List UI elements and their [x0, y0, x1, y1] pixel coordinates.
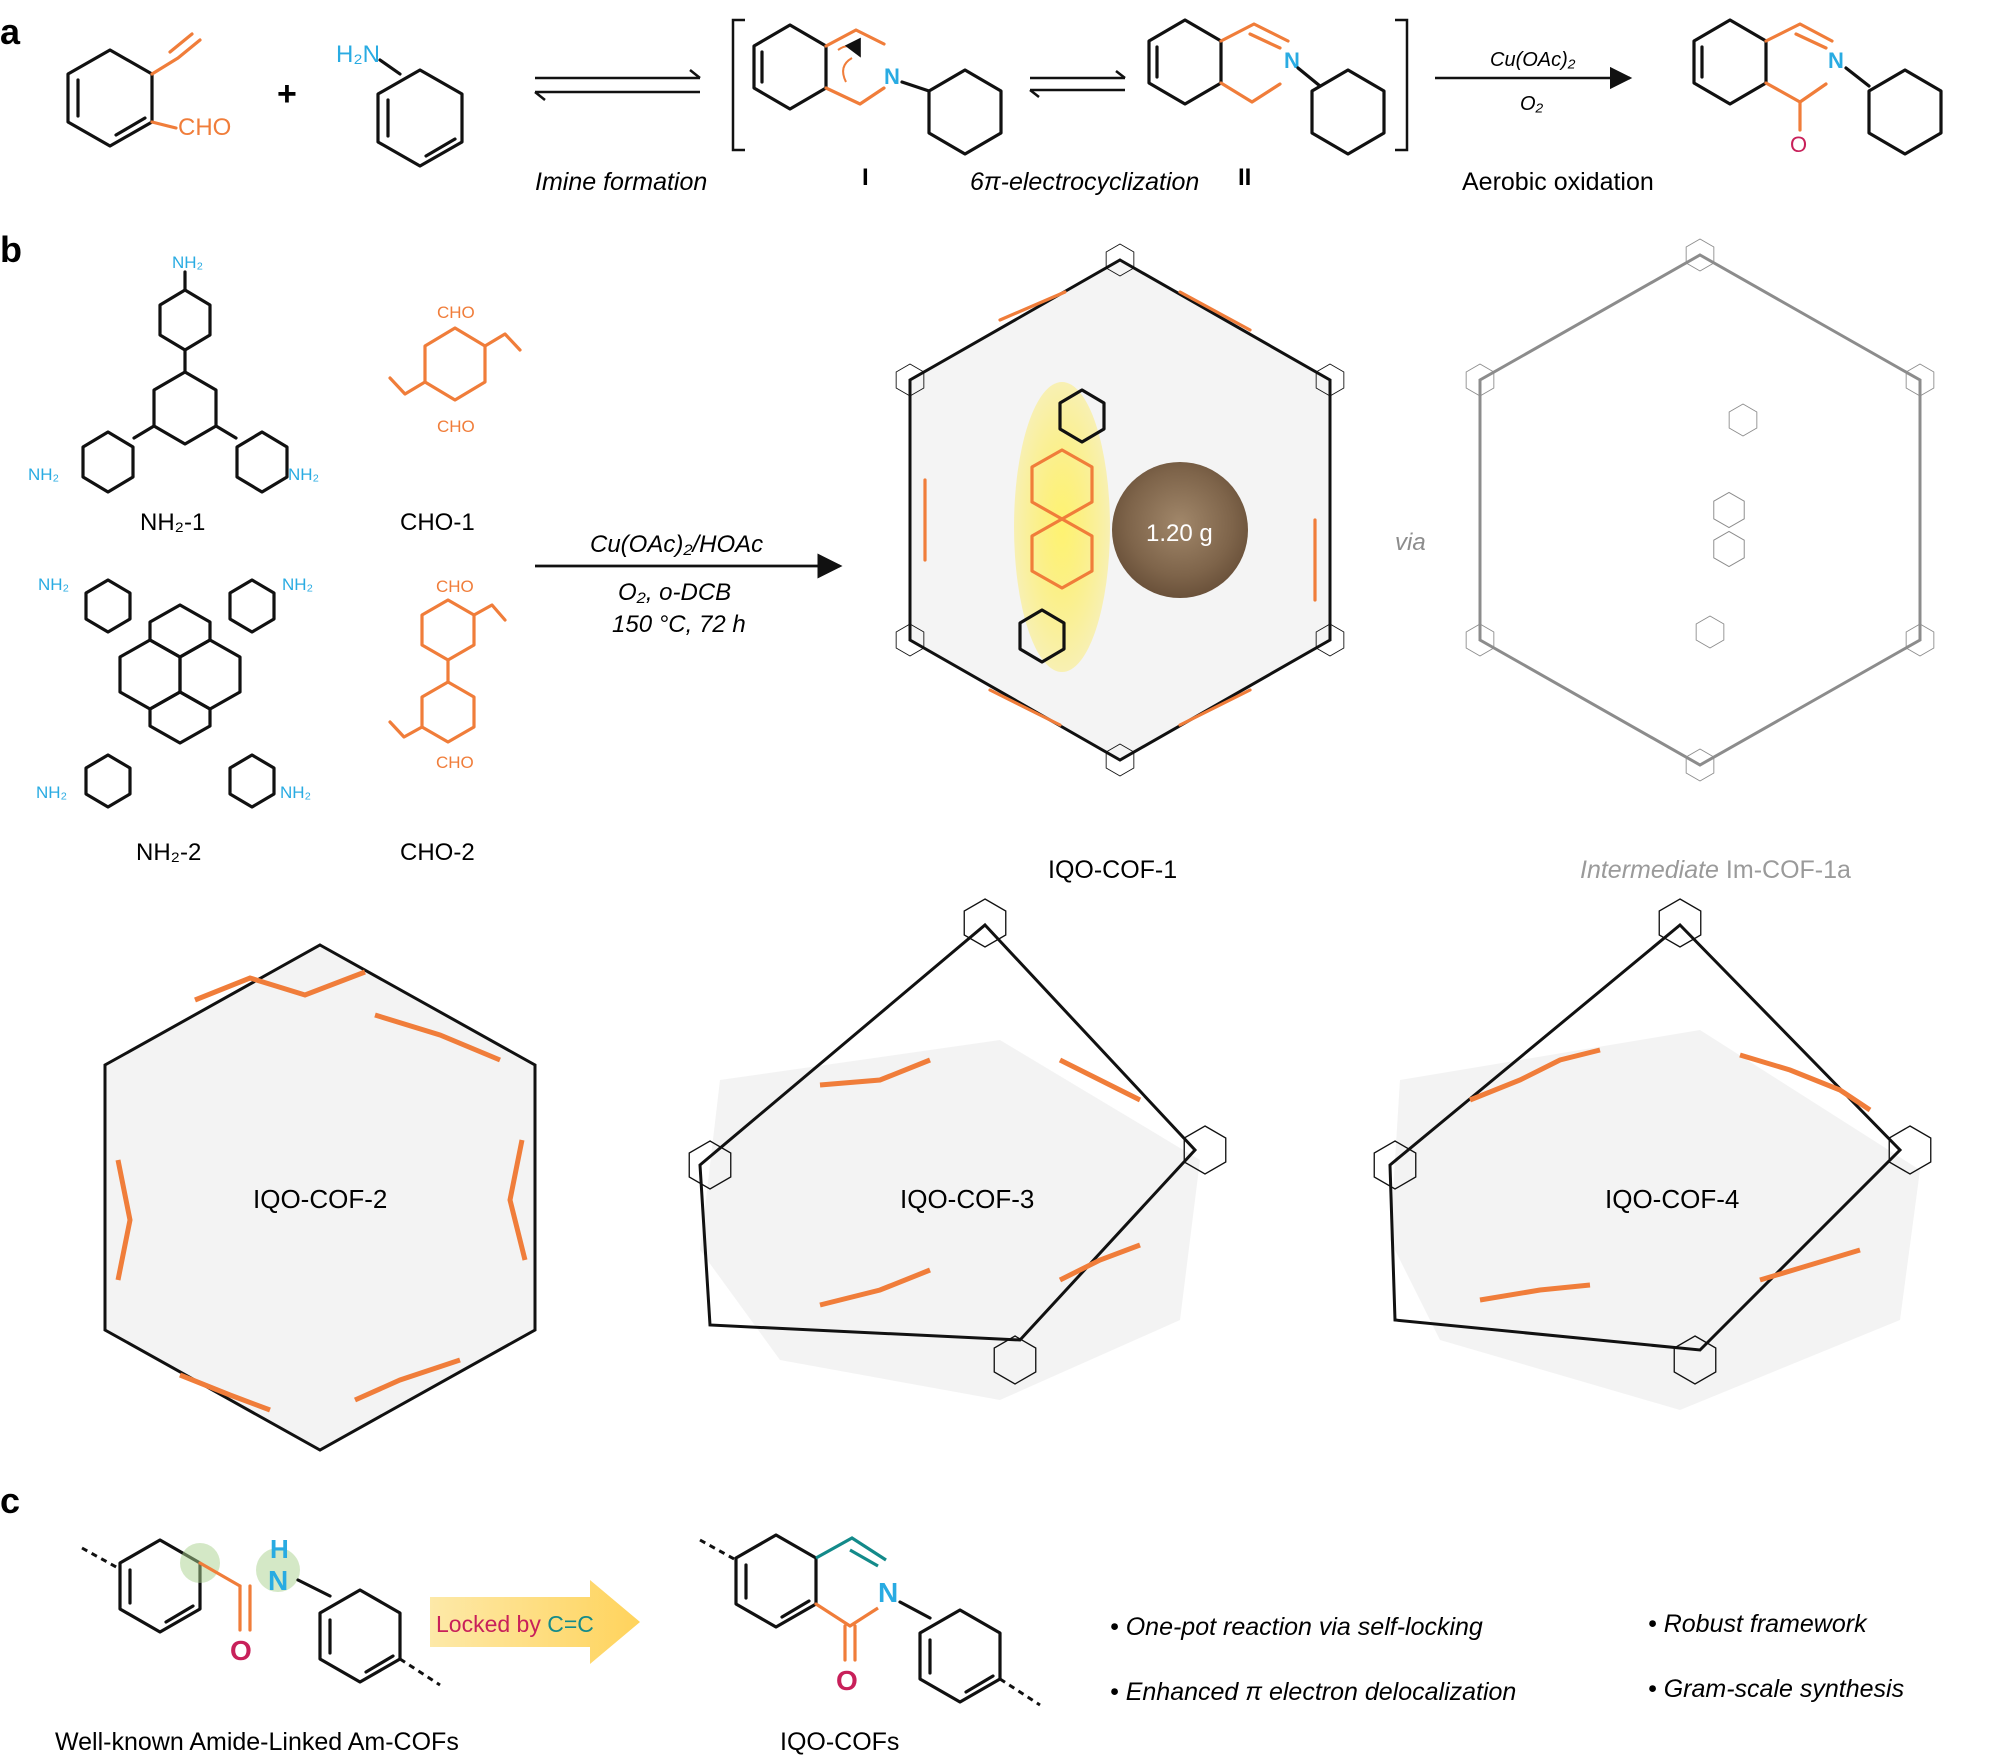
step-electrocyclization: 6π-electrocyclization: [970, 168, 1199, 196]
intermediate-I: N I: [752, 23, 1003, 191]
iqo-cof-N: N: [878, 1577, 898, 1608]
iqo-cof-3-structure: IQO-COF-3: [688, 898, 1227, 1400]
monomer-cho-2: CHO CHO CHO-2: [388, 577, 507, 866]
label-iqo-cof-4: IQO-COF-4: [1605, 1184, 1739, 1214]
conditions-temperature: 150 °C, 72 h: [612, 611, 746, 638]
label-iqo-cof-2: IQO-COF-2: [253, 1184, 387, 1214]
conditions-catalyst: Cu(OAc)₂/HOAc: [590, 531, 763, 558]
caption-iqo-cofs: IQO-COFs: [780, 1728, 899, 1756]
bullet-robust: • Robust framework: [1648, 1610, 1868, 1638]
svg-text:NH₂: NH₂: [172, 253, 203, 272]
svg-text:CHO: CHO: [436, 577, 474, 596]
locked-arrow: Locked by C=C: [430, 1580, 640, 1664]
label-intermediate-II: II: [1238, 164, 1251, 191]
conditions-solvent: O₂, o-DCB: [618, 579, 731, 606]
label-im-cof-1a: Intermediate Im-COF-1a: [1580, 856, 1851, 884]
step-imine-formation: Imine formation: [535, 168, 707, 196]
caption-am-cofs: Well-known Amide-Linked Am-COFs: [55, 1728, 459, 1756]
iqo-cof-4-structure: IQO-COF-4: [1373, 898, 1932, 1410]
synthesis-arrow-group: Cu(OAc)₂/HOAc O₂, o-DCB 150 °C, 72 h: [535, 531, 843, 638]
reactant-aniline: H₂N: [336, 41, 464, 168]
label-nh2-1: NH₂-1: [140, 509, 205, 536]
reactant-vinylbenzaldehyde: CHO: [66, 32, 231, 148]
monomer-cho-1: CHO CHO CHO-1: [388, 303, 522, 536]
am-cof-H: H: [270, 1534, 289, 1564]
am-cof-N: N: [268, 1565, 288, 1596]
iqo-cof-1-structure: 1.20 g IQO-COF-1: [895, 243, 1345, 884]
svg-text:CHO: CHO: [437, 417, 475, 436]
intermediate-I-N: N: [884, 64, 900, 89]
panel-label-a: a: [0, 11, 21, 52]
am-cof-O: O: [230, 1635, 252, 1666]
reagent-o2: O₂: [1520, 93, 1544, 115]
svg-text:NH₂: NH₂: [288, 465, 319, 484]
im-cof-1a-structure: Intermediate Im-COF-1a: [1465, 238, 1935, 884]
svg-text:NH₂: NH₂: [36, 783, 67, 802]
label-nh2-2: NH₂-2: [136, 839, 201, 866]
cho-label: CHO: [178, 114, 231, 141]
product-isoquinolinone: O N: [1692, 18, 1943, 157]
label-cho-2: CHO-2: [400, 839, 475, 866]
panel-c-iqo-cof-structure: O N IQO-COFs: [699, 1533, 1041, 1756]
bullet-pi-delocalization: • Enhanced π electron delocalization: [1110, 1678, 1516, 1706]
monomer-nh2-1: NH₂ NH₂ NH₂ NH₂-1: [28, 253, 319, 536]
label-intermediate-I: I: [862, 164, 869, 191]
bracket-left: [731, 18, 745, 152]
bullet-gram-scale: • Gram-scale synthesis: [1648, 1675, 1904, 1703]
intermediate-II-N: N: [1284, 48, 1300, 73]
panel-a-scheme: CHO + H₂N Imine formation N: [66, 18, 1943, 196]
svg-text:NH₂: NH₂: [282, 575, 313, 594]
step-aerobic-oxidation: Aerobic oxidation: [1462, 168, 1654, 196]
svg-text:CHO: CHO: [437, 303, 475, 322]
label-iqo-cof-1: IQO-COF-1: [1048, 856, 1177, 884]
powder-sample-photo: [1112, 462, 1248, 598]
bullet-one-pot: • One-pot reaction via self-locking: [1110, 1613, 1483, 1641]
svg-text:NH₂: NH₂: [28, 465, 59, 484]
powder-mass-label: 1.20 g: [1146, 520, 1213, 547]
svg-text:CHO: CHO: [436, 753, 474, 772]
label-cho-1: CHO-1: [400, 509, 475, 536]
reagent-cu-oac: Cu(OAc)₂: [1490, 49, 1576, 71]
h2n-label: H₂N: [336, 41, 380, 68]
panel-label-c: c: [0, 1480, 20, 1521]
feature-bullets: • One-pot reaction via self-locking • En…: [1110, 1610, 1904, 1706]
product-O: O: [1790, 132, 1807, 157]
monomer-nh2-2: NH₂ NH₂ NH₂ NH₂ NH₂-2: [36, 575, 313, 866]
svg-text:NH₂: NH₂: [38, 575, 69, 594]
via-label: via: [1395, 529, 1426, 556]
locked-arrow-label: Locked by C=C: [436, 1611, 594, 1637]
panel-c-am-cof-structure: O N H Well-known Amide-Linked Am-COFs: [55, 1534, 459, 1756]
bracket-right: [1395, 18, 1409, 152]
intermediate-II: N II: [1147, 18, 1386, 191]
product-N: N: [1828, 48, 1844, 73]
iqo-cof-2-structure: IQO-COF-2: [103, 943, 537, 1452]
svg-text:NH₂: NH₂: [280, 783, 311, 802]
iqo-cof-O: O: [836, 1665, 858, 1696]
label-iqo-cof-3: IQO-COF-3: [900, 1184, 1034, 1214]
plus-sign: +: [277, 75, 297, 113]
panel-label-b: b: [0, 229, 22, 270]
